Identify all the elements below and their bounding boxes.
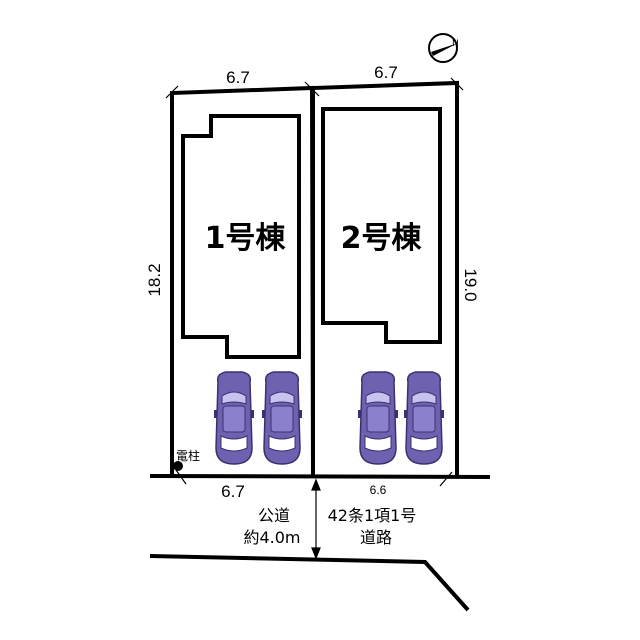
lot2-boundary bbox=[311, 80, 459, 476]
building-2-footprint bbox=[321, 107, 442, 344]
lot-boundaries bbox=[170, 80, 459, 477]
road-width-arrow bbox=[311, 478, 321, 560]
lot1-bottom-width: 6.7 bbox=[221, 482, 245, 501]
lot1-top-width: 6.7 bbox=[226, 68, 250, 87]
road-article-label: 42条1項1号 bbox=[328, 506, 417, 525]
building-1-label: 1号棟 bbox=[205, 221, 287, 256]
car-icon bbox=[357, 371, 399, 465]
frontage-line bbox=[149, 474, 491, 479]
road-width-label: 約4.0m bbox=[243, 528, 300, 547]
public-road-label: 公道 bbox=[258, 506, 290, 525]
lot1-left-depth: 18.2 bbox=[145, 263, 164, 296]
road-far-edge bbox=[149, 554, 470, 612]
lot2-top-width: 6.7 bbox=[374, 63, 398, 82]
car-icon bbox=[261, 371, 303, 465]
lot2-right-depth: 19.0 bbox=[461, 268, 480, 301]
utility-pole-icon bbox=[173, 461, 183, 471]
lot2-bottom-width: 6.6 bbox=[370, 483, 387, 497]
building-1-footprint bbox=[181, 114, 301, 359]
compass-icon: N bbox=[428, 33, 459, 63]
utility-pole-label: 電柱 bbox=[176, 448, 200, 463]
car-icon bbox=[213, 371, 255, 465]
svg-text:N: N bbox=[452, 39, 459, 49]
road-type-label: 道路 bbox=[360, 528, 392, 547]
building-2-label: 2号棟 bbox=[341, 221, 423, 256]
car-icon bbox=[403, 371, 445, 465]
